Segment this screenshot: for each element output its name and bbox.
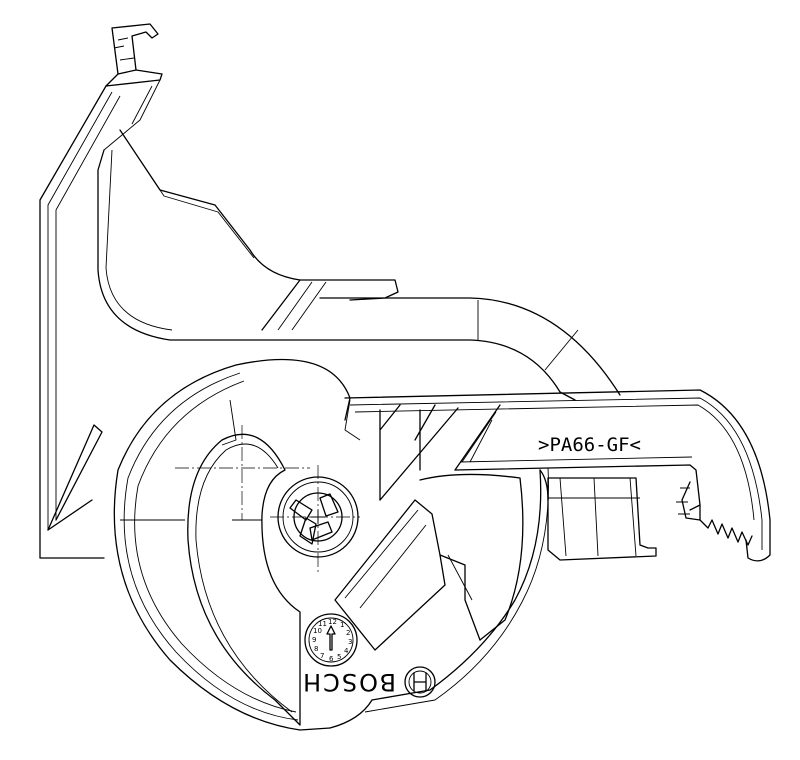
curved-slot xyxy=(120,433,301,726)
gear-hub xyxy=(277,476,359,558)
clock-number: 12 xyxy=(328,618,337,626)
left-arm xyxy=(39,79,161,559)
clock-number: 8 xyxy=(314,645,318,653)
clock-number: 4 xyxy=(344,647,349,655)
brand-text: BOSCH xyxy=(301,668,396,696)
bosch-armature-logo xyxy=(404,666,436,698)
snap-spring xyxy=(676,481,753,546)
clock-number: 7 xyxy=(320,652,324,660)
clock-number: 11 xyxy=(318,620,327,628)
clock-number: 5 xyxy=(337,653,341,661)
clock-number: 9 xyxy=(312,636,316,644)
top-clip xyxy=(105,23,163,87)
brand-mark: BOSCH xyxy=(301,666,436,698)
clock-number: 10 xyxy=(313,627,322,635)
connector-block xyxy=(539,469,657,561)
clock-number: 3 xyxy=(348,638,352,646)
upper-arm xyxy=(97,129,621,401)
inner-strut xyxy=(334,473,524,651)
clock-number: 1 xyxy=(340,621,344,629)
date-clock: 12 1 2 3 4 5 6 7 8 9 10 11 xyxy=(304,613,358,667)
clock-number: 6 xyxy=(329,655,334,663)
material-marking: >PA66-GF< xyxy=(538,434,641,456)
disc-body xyxy=(113,358,549,731)
clock-number: 2 xyxy=(346,629,350,637)
right-arm: >PA66-GF< xyxy=(344,389,771,562)
